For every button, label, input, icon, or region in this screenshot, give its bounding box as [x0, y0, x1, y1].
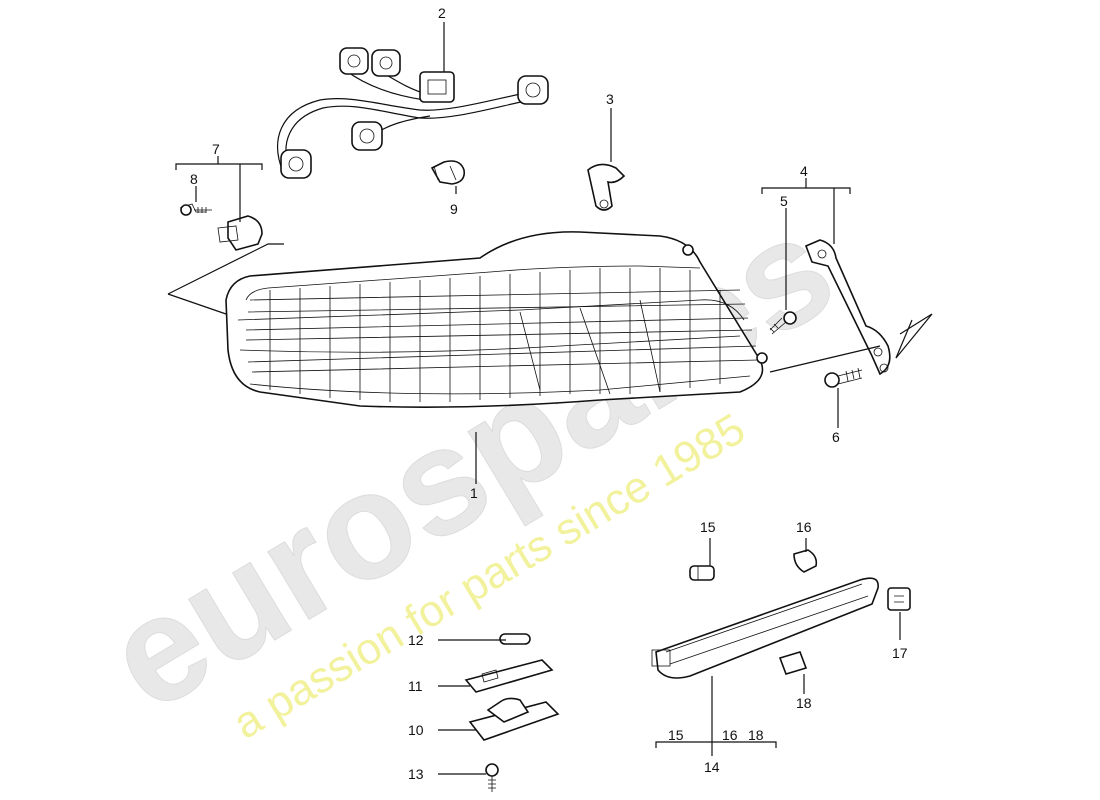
bulb-part-12	[499, 633, 531, 645]
leader-lines	[175, 22, 901, 775]
third-brake-light-part-14	[651, 577, 879, 679]
callout-1: 1	[470, 485, 478, 501]
bolt-part-6	[824, 367, 863, 388]
callout-3: 3	[606, 91, 614, 107]
callout-2: 2	[438, 5, 446, 21]
callout-16: 16	[796, 519, 812, 535]
bulb-part-9	[430, 160, 466, 185]
bracket-part-3	[587, 163, 626, 211]
callout-8: 8	[190, 171, 198, 187]
callout-15: 15	[700, 519, 716, 535]
callout-11: 11	[408, 678, 423, 694]
bulb-part-15	[689, 565, 715, 581]
callout-group-15: 15	[668, 727, 684, 743]
callout-17: 17	[892, 645, 908, 661]
callout-5: 5	[780, 193, 788, 209]
tail-lamp-part-1	[225, 231, 768, 408]
callout-group-16: 16	[722, 727, 738, 743]
socket-part-16	[793, 549, 818, 573]
callout-4: 4	[800, 163, 808, 179]
screw-part-5	[769, 311, 797, 335]
assembly-lines	[167, 243, 933, 373]
wiring-harness	[277, 47, 549, 179]
screw-part-13	[485, 763, 499, 792]
callout-9: 9	[450, 201, 458, 217]
callout-10: 10	[408, 722, 424, 738]
callout-18: 18	[796, 695, 812, 711]
callout-13: 13	[408, 766, 424, 782]
callout-7: 7	[212, 141, 220, 157]
clip-part-17	[887, 587, 911, 611]
housing-part-10	[468, 697, 560, 741]
callouts: 2 3 7 8 9 4 5 6 1 15 16 17 18 12 11 10 1…	[190, 5, 908, 782]
callout-6: 6	[832, 429, 840, 445]
callout-14: 14	[704, 759, 720, 775]
socket-part-7	[179, 203, 263, 251]
bracket-part-4	[804, 239, 891, 376]
callout-12: 12	[408, 632, 424, 648]
pad-part-18	[778, 651, 808, 675]
callout-group-18: 18	[748, 727, 764, 743]
lens-part-11	[464, 659, 554, 693]
